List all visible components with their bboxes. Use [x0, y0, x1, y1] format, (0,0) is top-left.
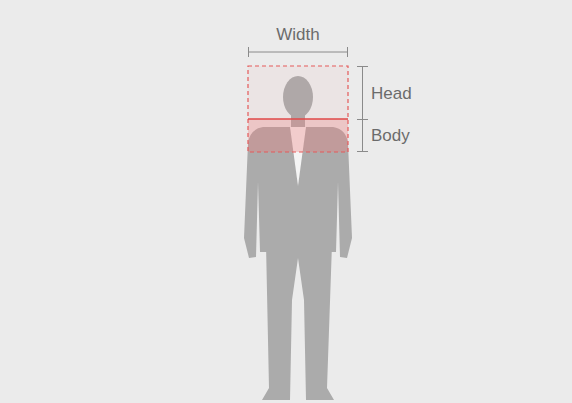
label-text: Width — [276, 25, 319, 44]
label-text: Head — [371, 84, 412, 103]
legs — [262, 244, 334, 400]
dimension-label: Head — [371, 84, 412, 104]
label-text: Body — [371, 126, 410, 145]
silhouette — [244, 76, 352, 400]
head-body-divider — [248, 118, 348, 120]
height-bracket — [357, 66, 368, 152]
dimension-label: Width — [276, 25, 319, 45]
body-region — [248, 119, 348, 152]
head-region — [248, 66, 348, 119]
detection-box — [248, 66, 348, 152]
dimension-label: Body — [371, 126, 410, 146]
width-dimension — [248, 47, 348, 57]
